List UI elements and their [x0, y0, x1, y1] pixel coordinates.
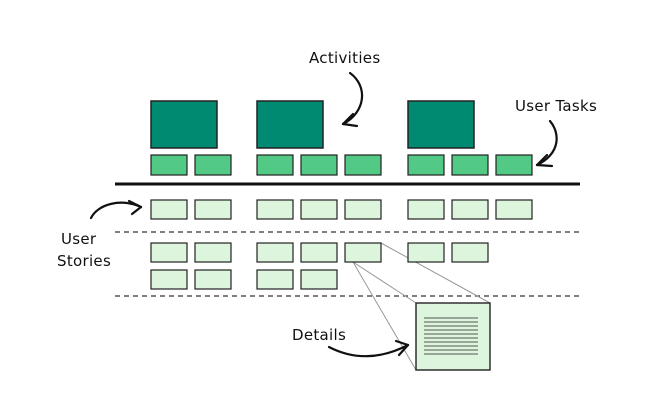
story-card	[300, 242, 338, 263]
story-card	[344, 199, 382, 220]
user-task-card	[407, 154, 445, 176]
story-card	[194, 269, 232, 290]
story-card	[407, 199, 445, 220]
activities-arrow	[341, 71, 364, 128]
story-card	[300, 269, 338, 290]
user-stories-label-line1: User	[61, 230, 97, 248]
user-task-card	[256, 154, 294, 176]
story-card	[194, 242, 232, 263]
story-card	[451, 242, 489, 263]
activities-row	[150, 100, 475, 149]
activity-card	[256, 100, 324, 149]
activity-card	[407, 100, 475, 149]
user-task-card	[300, 154, 338, 176]
activities-label: Activities	[309, 49, 380, 67]
details-label: Details	[292, 326, 346, 344]
user-task-card	[194, 154, 232, 176]
details-arrow	[327, 339, 410, 358]
user-task-card	[451, 154, 489, 176]
story-card	[194, 199, 232, 220]
story-card	[150, 199, 188, 220]
story-card	[150, 269, 188, 290]
story-card	[451, 199, 489, 220]
user-stories-arrow	[89, 199, 143, 220]
story-card	[150, 242, 188, 263]
user-task-card	[150, 154, 188, 176]
story-card	[495, 199, 533, 220]
activity-card	[150, 100, 218, 149]
story-card	[407, 242, 445, 263]
user-tasks-row	[150, 154, 533, 176]
story-card	[344, 242, 382, 263]
story-card	[300, 199, 338, 220]
story-card	[256, 199, 294, 220]
story-card	[256, 242, 294, 263]
later-release-stories	[150, 242, 489, 290]
user-stories-label-line2: Stories	[57, 252, 111, 270]
user-tasks-label: User Tasks	[515, 97, 597, 115]
detail-connector	[352, 242, 491, 371]
user-tasks-arrow	[535, 119, 558, 168]
user-task-card	[344, 154, 382, 176]
first-release-stories	[150, 199, 533, 220]
story-card	[256, 269, 294, 290]
user-task-card	[495, 154, 533, 176]
detail-card	[415, 302, 491, 371]
